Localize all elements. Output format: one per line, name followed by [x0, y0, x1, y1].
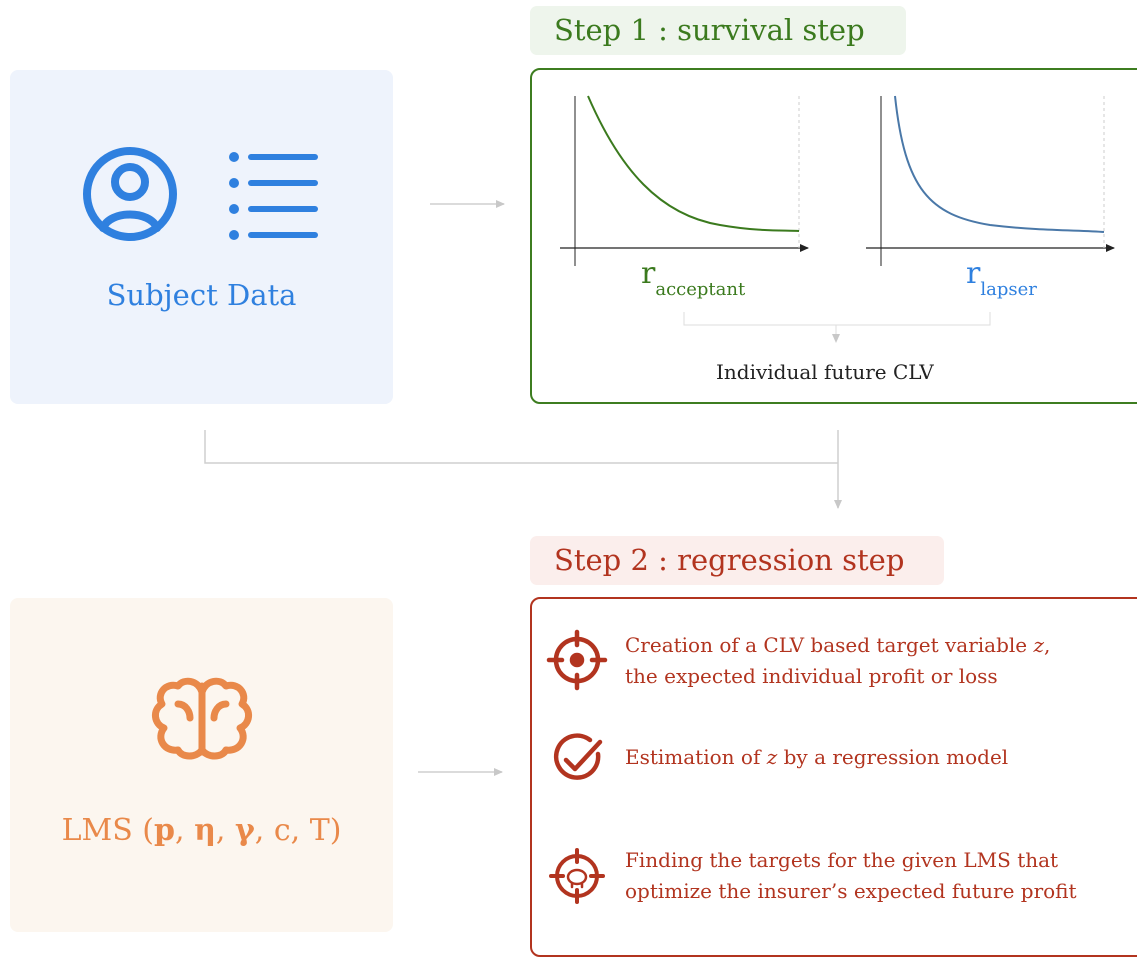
piggy-bank-target-icon — [549, 848, 605, 904]
step1-box — [530, 68, 1137, 404]
r-acceptant-base: r — [641, 256, 656, 291]
item2-line1-text: Estimation of — [625, 745, 767, 769]
step2-item-estimation: Estimation of z by a regression model — [625, 742, 1008, 773]
lapser-curve — [894, 95, 1105, 233]
lms-label-rest: , c, T) — [254, 813, 342, 848]
lms-eta: η — [194, 813, 216, 848]
item2-line1: Estimation of z by a regression model — [625, 742, 1008, 773]
connectors — [204, 200, 842, 776]
acceptant-curve — [587, 95, 800, 232]
clv-bracket — [683, 312, 991, 326]
merge-connector — [204, 430, 838, 464]
list-icon — [229, 152, 318, 240]
lms-gamma: γ — [234, 813, 255, 848]
individual-clv-label: Individual future CLV — [716, 360, 934, 384]
r-lapser-base: r — [966, 256, 981, 291]
subject-data-label: Subject Data — [106, 278, 297, 312]
step2-item-target-variable: Creation of a CLV based target variable … — [625, 630, 1050, 692]
r-lapser-subscript: lapser — [980, 279, 1037, 300]
step1-title: Step 1 : survival step — [530, 6, 906, 55]
item3-line1: Finding the targets for the given LMS th… — [625, 848, 1059, 872]
step2-title: Step 2 : regression step — [530, 536, 944, 585]
lms-p: p — [154, 813, 175, 848]
user-circle-icon — [83, 147, 177, 241]
item2-var: z — [766, 745, 778, 769]
target-icon — [546, 629, 608, 691]
lms-card: LMS (p, η, γ, c, T) — [10, 598, 393, 932]
item1-var: z — [1033, 633, 1045, 657]
brain-icon — [152, 677, 252, 760]
r-acceptant-subscript: acceptant — [655, 279, 746, 300]
subject-data-card: Subject Data — [10, 70, 393, 404]
r-lapser-label: rlapser — [966, 256, 1037, 300]
item1-line2: the expected individual profit or loss — [625, 664, 998, 688]
item3-line2: optimize the insurer’s expected future p… — [625, 879, 1077, 903]
lms-label: LMS (p, η, γ, c, T) — [61, 813, 342, 848]
item1-line1-text: Creation of a CLV based target variable — [625, 633, 1034, 657]
item2-line1-end: by a regression model — [777, 745, 1009, 769]
step2-item-optimization: Finding the targets for the given LMS th… — [625, 845, 1077, 907]
survival-curves — [560, 95, 1115, 343]
item1-line1: Creation of a CLV based target variable … — [625, 630, 1050, 661]
step2-icons — [546, 629, 608, 904]
r-acceptant-label: racceptant — [641, 256, 745, 300]
item1-line1-end: , — [1044, 633, 1051, 657]
check-circle-icon — [553, 733, 603, 780]
lms-label-prefix: LMS ( — [61, 813, 154, 848]
